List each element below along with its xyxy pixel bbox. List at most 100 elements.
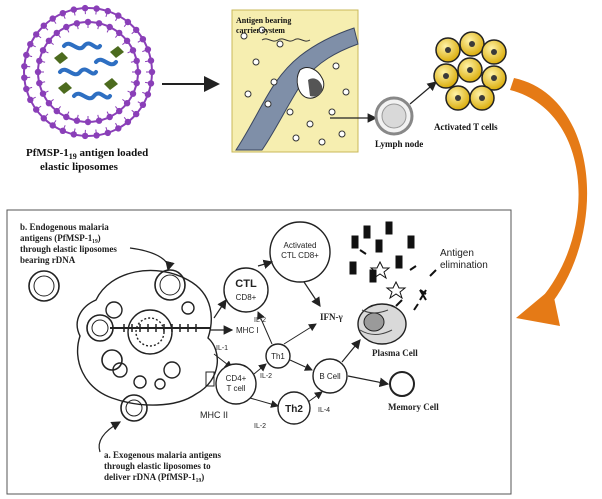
arrow-bcell-to-plasma	[341, 339, 361, 363]
lipid-tail	[115, 32, 120, 38]
lipid-tail	[56, 32, 61, 38]
arrow-bcell-to-memory	[347, 375, 390, 388]
lipid-head	[93, 5, 100, 12]
lipid-tail	[26, 54, 33, 58]
arrow-th2-to-bcell	[307, 391, 323, 403]
il2-label-th2: IL-2	[254, 423, 266, 430]
lipid-tail	[127, 49, 134, 54]
lipid-tail	[127, 90, 134, 95]
arrow-to-t-cells	[409, 81, 437, 105]
immune-response-panel	[6, 209, 512, 495]
lipid-head	[95, 20, 103, 27]
lipid-tail	[39, 81, 46, 84]
elastic-liposome-illustration	[21, 4, 156, 140]
endogenous-label: b. Endogenous malaria antigens (PfMSP-1₁…	[20, 222, 119, 265]
lipid-tail	[131, 29, 137, 35]
lipid-tail	[137, 38, 144, 43]
lipid-tail	[123, 116, 129, 123]
incoming-liposomes	[28, 269, 186, 422]
arrow-cd4-to-th1	[253, 363, 267, 375]
lipid-tail	[24, 65, 31, 68]
lipid-tail	[131, 109, 137, 115]
lipid-tail	[30, 43, 36, 48]
lipid-tail	[52, 18, 57, 24]
lipid-tail	[65, 26, 70, 33]
curved-orange-arrow	[510, 78, 588, 326]
lipid-tail	[95, 129, 98, 136]
lipid-tail	[76, 23, 79, 30]
antibodies-and-antigens	[349, 221, 437, 311]
lipid-head	[133, 79, 140, 87]
lipid-head	[95, 117, 103, 124]
memory-cell-label: Memory Cell	[388, 402, 439, 412]
arrow-th1-to-ifn	[283, 323, 317, 345]
lipid-tail	[35, 33, 42, 39]
activated-t-cells-label: Activated T cells	[434, 122, 498, 132]
lipid-tail	[35, 105, 42, 111]
lipid-tail	[48, 99, 54, 104]
cd4-label: CD4+T cell	[226, 374, 247, 393]
lipid-tail	[39, 60, 46, 63]
th1-cell	[265, 343, 291, 369]
lipid-tail	[130, 81, 137, 84]
bcell-label: B Cell	[319, 372, 341, 381]
lipid-head	[33, 106, 40, 113]
arrow-th1-to-bcell	[289, 359, 313, 371]
lipid-tail	[73, 9, 76, 16]
plasma-cell-icon	[357, 303, 407, 345]
lipid-head	[147, 80, 155, 87]
lymph-node-icon	[374, 96, 414, 136]
cd8-label: CD8+	[236, 293, 257, 302]
il2-label-th1: IL-2	[260, 373, 272, 380]
arrow-cd4-to-th2	[249, 397, 279, 408]
th1-label: Th1	[271, 352, 285, 361]
lipid-tail	[115, 106, 120, 112]
lipid-tail	[123, 21, 129, 28]
lipid-tail	[145, 81, 152, 84]
carrier-system-illustration	[231, 9, 359, 153]
activated-ctl-cell	[269, 221, 331, 283]
lipid-tail	[24, 76, 31, 79]
lipid-tail	[65, 111, 70, 118]
lipid-tail	[73, 128, 76, 135]
lipid-tail	[30, 96, 36, 101]
lipid-tail	[43, 113, 49, 119]
arrow-th1-to-ctl	[257, 311, 273, 345]
ctl-label: CTL	[235, 278, 257, 290]
liposome-caption: PfMSP-119 antigen loaded	[26, 147, 148, 161]
arrow-endogenous	[129, 247, 175, 272]
liposome-caption-line2: elastic liposomes	[40, 161, 119, 173]
plasma-cell-label: Plasma Cell	[372, 348, 418, 358]
activated-t-cells-icon	[433, 31, 507, 111]
lymph-node-label: Lymph node	[375, 139, 423, 149]
mhc2-receptor	[205, 371, 215, 387]
lipid-tail	[137, 101, 144, 106]
il1-label: IL-1	[216, 345, 228, 352]
lipid-tail	[42, 49, 49, 54]
b-cell	[312, 358, 348, 394]
memory-cell-icon	[389, 371, 415, 397]
il2-label-ctl: IL-2	[254, 317, 266, 324]
lipid-tail	[130, 60, 137, 63]
lipid-head	[36, 79, 43, 87]
lipid-tail	[62, 13, 66, 19]
lipid-tail	[122, 40, 128, 45]
lipid-tail	[26, 86, 33, 90]
arrow-ctl-to-activated	[257, 259, 274, 269]
lipid-tail	[115, 122, 119, 129]
lipid-tail	[122, 99, 128, 104]
lipid-tail	[62, 125, 66, 131]
lipid-tail	[56, 106, 61, 112]
lipid-tail	[105, 127, 109, 134]
lipid-tail	[145, 60, 152, 63]
arrow-ctl-to-ifn	[303, 281, 321, 307]
lipid-head	[49, 122, 56, 129]
lipid-tail	[42, 90, 49, 95]
lipid-tail	[76, 114, 79, 121]
ctl-cell	[223, 267, 269, 313]
th2-cell	[277, 391, 311, 425]
mhc2-label: MHC II	[200, 410, 228, 420]
